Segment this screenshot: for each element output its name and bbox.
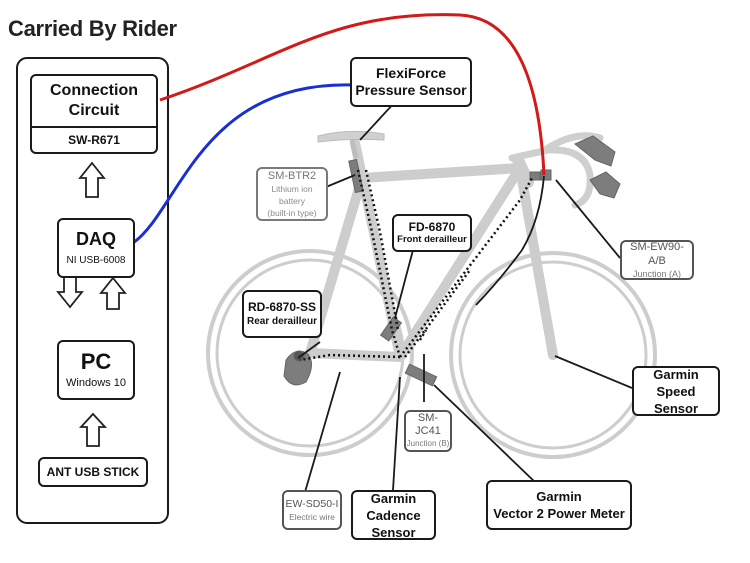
flexiforce-label: FlexiForce Pressure Sensor <box>355 65 467 98</box>
daq-box: DAQ NI USB-6008 <box>57 218 135 278</box>
sm-jc41-sub: Junction (B) <box>406 439 450 448</box>
ant-usb-stick-label: ANT USB STICK <box>46 465 140 479</box>
ew-sd50-box: EW-SD50-I Electric wire <box>282 490 342 530</box>
sm-btr2-label: SM-BTR2 <box>267 169 317 182</box>
handlebar <box>508 132 604 209</box>
fork <box>515 163 558 360</box>
garmin-cadence-label-1: Garmin <box>370 490 417 506</box>
flexiforce-box: FlexiForce Pressure Sensor <box>350 57 472 107</box>
electric-wire-routing <box>299 169 534 362</box>
pc-os: Windows 10 <box>66 377 126 389</box>
flow-arrows <box>56 161 127 447</box>
diagram-title: Carried By Rider <box>8 16 177 41</box>
sm-btr2-sub1: Lithium ion battery <box>271 183 313 206</box>
rider-panel-frame <box>16 57 169 524</box>
top-tube <box>357 163 525 183</box>
pc-label: PC <box>80 349 112 374</box>
garmin-vector-label-1: Garmin <box>536 489 582 504</box>
sm-ew90-sub: Junction (A) <box>632 269 682 279</box>
rear-wheel <box>206 249 414 457</box>
connection-circuit-box: Connection Circuit SW-R671 <box>30 74 158 154</box>
rd-6870-sub: Rear derailleur <box>246 316 318 327</box>
sm-jc41-box: SM-JC41 Junction (B) <box>404 410 452 452</box>
daq-model: NI USB-6008 <box>66 255 126 266</box>
garmin-speed-box: Garmin Speed Sensor <box>632 366 720 416</box>
arrow-pc-to-daq <box>99 276 127 310</box>
sm-btr2-box: SM-BTR2 Lithium ion battery (built-in ty… <box>256 167 328 221</box>
pc-box: PC Windows 10 <box>57 340 135 400</box>
front-wheel <box>449 251 657 459</box>
ew-sd50-label: EW-SD50-I <box>285 497 339 510</box>
daq-label: DAQ <box>76 229 116 249</box>
arrow-daq-to-connection <box>78 161 106 198</box>
leader-lines <box>297 101 633 493</box>
connection-circuit-label: Connection Circuit <box>50 82 138 119</box>
sm-jc41-label: SM-JC41 <box>415 412 441 437</box>
garmin-cadence-label-2: Cadence Sensor <box>366 507 421 540</box>
fd-6870-sub: Front derailleur <box>397 234 467 245</box>
connection-circuit-model: SW-R671 <box>32 126 156 152</box>
garmin-cadence-box: Garmin Cadence Sensor <box>351 490 436 540</box>
rd-6870-label: RD-6870-SS <box>247 300 317 314</box>
fd-6870-box: FD-6870 Front derailleur <box>392 214 472 252</box>
down-tube <box>395 163 525 362</box>
sm-ew90-label: SM-EW90-A/B <box>630 241 684 267</box>
garmin-speed-label-1: Garmin <box>653 366 699 382</box>
garmin-speed-label-2: Speed Sensor <box>653 383 699 416</box>
sm-btr2-sub2: (built-in type) <box>267 207 317 218</box>
rd-6870-box: RD-6870-SS Rear derailleur <box>242 290 322 338</box>
red-signal-wire <box>159 13 546 176</box>
garmin-vector-label-2: Vector 2 Power Meter <box>493 506 625 521</box>
arrow-daq-to-pc <box>56 275 84 309</box>
blue-signal-wire <box>132 83 355 245</box>
saddle <box>317 130 385 143</box>
garmin-vector-box: Garmin Vector 2 Power Meter <box>486 480 632 530</box>
fd-6870-label: FD-6870 <box>408 220 456 234</box>
ant-usb-stick-box: ANT USB STICK <box>38 457 148 487</box>
sm-ew90-box: SM-EW90-A/B Junction (A) <box>620 240 694 280</box>
ew-sd50-sub: Electric wire <box>289 511 335 522</box>
arrow-ant-to-pc <box>78 412 108 447</box>
